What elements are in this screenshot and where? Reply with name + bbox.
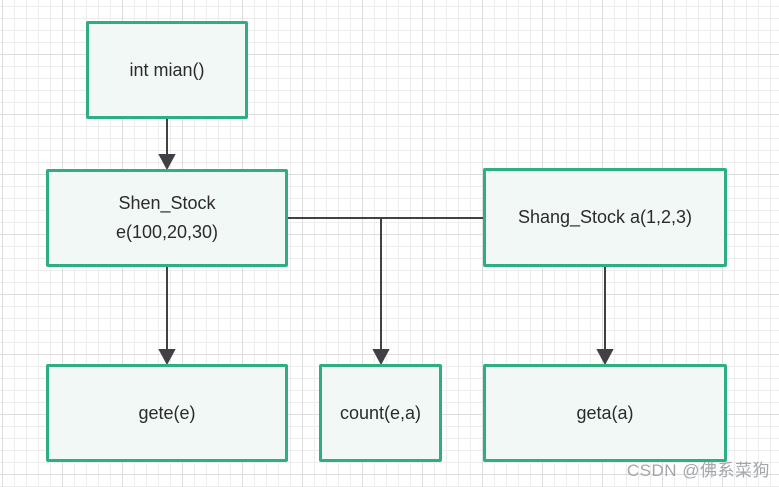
arrowhead-icon xyxy=(372,349,390,366)
node-label-line2: e(100,20,30) xyxy=(115,222,219,242)
node-label-line1: Shen_Stock xyxy=(118,193,216,213)
connector-shenstock-to-gete xyxy=(158,267,176,366)
node-int-main: int mian() xyxy=(86,21,248,119)
node-label: int mian() xyxy=(129,59,205,80)
node-label: count(e,a) xyxy=(339,402,422,423)
node-shang-stock: Shang_Stock a(1,2,3) xyxy=(483,168,727,267)
node-count: count(e,a) xyxy=(319,364,442,462)
node-shen-stock: Shen_Stock e(100,20,30) xyxy=(46,169,288,267)
node-label: geta(a) xyxy=(576,402,634,423)
connector-intmain-to-shenstock xyxy=(158,119,176,171)
arrowhead-icon xyxy=(158,349,176,366)
node-gete: gete(e) xyxy=(46,364,288,462)
connector-shangstock-to-geta xyxy=(596,267,614,366)
node-label: Shang_Stock a(1,2,3) xyxy=(517,207,693,227)
node-label: gete(e) xyxy=(138,402,196,423)
connector-junction-to-count xyxy=(372,218,390,366)
arrowhead-icon xyxy=(158,154,176,171)
csdn-watermark: CSDN @佛系菜狗 xyxy=(626,461,770,480)
arrowhead-icon xyxy=(596,349,614,366)
node-geta: geta(a) xyxy=(483,364,727,462)
